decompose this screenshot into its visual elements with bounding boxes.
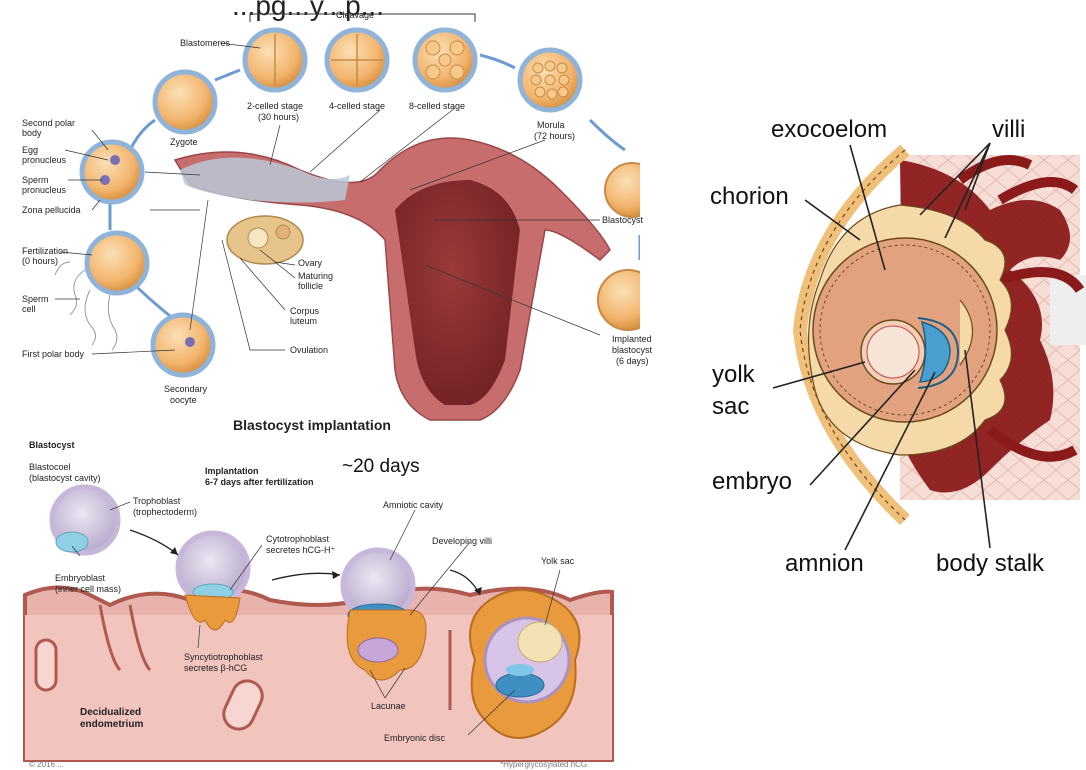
label-ovary: Ovary (298, 258, 323, 268)
syncytio-1 (184, 594, 241, 631)
fertilization-pathway-illustration (54, 13, 640, 421)
label-egg-pron-2: pronucleus (22, 155, 67, 165)
label-implanted-1: Implanted (612, 334, 652, 344)
label-ovulation: Ovulation (290, 345, 329, 355)
label-maturing-1: Maturing (298, 271, 334, 281)
label-sperm-pron-1: Sperm (22, 175, 49, 185)
label-two-cell: 2-celled stage (247, 101, 304, 111)
label-fert-2: (0 hours) (22, 256, 59, 266)
cropped-heading: ...pg...y...p... (232, 0, 384, 21)
sperm-cells (54, 261, 118, 351)
label-embryo: embryo (712, 468, 793, 495)
amnion-membrane (917, 317, 960, 389)
footer-left: © 2016 ... (29, 760, 64, 769)
label-decid-2: endometrium (80, 719, 144, 730)
label-blastocyst: Blastocyst (602, 215, 644, 225)
label-amniotic-cavity: Amniotic cavity (383, 500, 444, 510)
label-eight-cell: 8-celled stage (409, 101, 466, 111)
label-sperm-cell-1: Sperm (22, 294, 49, 304)
label-exocoelom: exocoelom (771, 116, 888, 143)
label-body-stalk: body stalk (936, 550, 1045, 577)
label-embryoblast-2: (inner cell mass) (55, 584, 122, 594)
gland-2 (222, 679, 264, 731)
label-sperm-cell-2: cell (22, 304, 36, 314)
label-secondary-oocyte-1: Secondary (164, 384, 208, 394)
label-embryoblast-1: Embryoblast (55, 573, 106, 583)
label-blastocoel-2: (blastocyst cavity) (29, 473, 101, 483)
label-corpus-1: Corpus (290, 306, 320, 316)
label-two-cell-time: (30 hours) (258, 112, 300, 122)
label-second-polar-2: body (22, 128, 42, 138)
label-amnion: amnion (785, 550, 864, 577)
label-sperm-pron-2: pronucleus (22, 185, 67, 195)
secondary-oocyte-cell (150, 312, 216, 378)
label-blastocoel-1: Blastocoel (29, 462, 71, 472)
label-chorion: chorion (710, 183, 789, 210)
leader-lines (55, 42, 601, 355)
label-syncytio-2: secretes β-hCG (184, 663, 248, 673)
blastocyst-cell (604, 162, 640, 218)
implanted-blastocyst-cell (597, 269, 640, 331)
label-cleavage: Cleavage (336, 10, 375, 20)
label-decid-1: Decidualized (80, 707, 142, 718)
right-leader-lines (772, 142, 991, 551)
gland-1 (34, 638, 58, 692)
label-morula-time: (72 hours) (534, 131, 576, 141)
progression-arrows (108, 53, 640, 322)
label-trophoblast-1: Trophoblast (133, 496, 181, 506)
zygote-cell (152, 69, 218, 135)
label-morula: Morula (537, 120, 565, 130)
label-first-polar: First polar body (22, 349, 85, 359)
embryonic-disc (918, 320, 951, 383)
label-secondary-oocyte-2: oocyte (170, 395, 197, 405)
fimbriae (180, 157, 350, 203)
label-syncytio-1: Syncytiotrophoblast (184, 652, 263, 662)
label-implanted-2: blastocyst (612, 345, 653, 355)
label-lacunae: Lacunae (371, 701, 406, 711)
label-blastomeres: Blastomeres (180, 38, 231, 48)
label-yolk-1: yolk (712, 361, 755, 388)
pronuclei-cell (79, 139, 145, 205)
label-embryonic-disc: Embryonic disc (384, 733, 446, 743)
label-implantation-2: 6-7 days after fertilization (205, 477, 314, 487)
label-yolk-sac: Yolk sac (541, 556, 575, 566)
label-four-cell: 4-celled stage (329, 101, 386, 111)
label-trophoblast-2: (trophectoderm) (133, 507, 198, 517)
cleavage-bracket (249, 13, 476, 22)
label-implantation-1: Implantation (205, 466, 259, 476)
label-cytotroph-2: secretes hCG-H⁺ (266, 545, 336, 555)
label-developing-villi: Developing villi (432, 536, 493, 546)
caption-blastocyst-implantation: Blastocyst implantation (233, 417, 391, 433)
footer-right: *Hyperglycosylated hCG (500, 760, 588, 769)
label-maturing-2: follicle (298, 281, 324, 291)
label-zona: Zona pellucida (22, 205, 81, 215)
label-cytotroph-1: Cytotrophoblast (266, 534, 330, 544)
label-corpus-2: luteum (290, 316, 318, 326)
label-blastocyst-heading: Blastocyst (29, 440, 75, 450)
label-egg-pron-1: Egg (22, 145, 39, 155)
bottom-leader-lines (71, 501, 561, 736)
label-fert-1: Fertilization (22, 246, 69, 256)
label-20-days: ~20 days (342, 456, 420, 477)
label-zygote: Zygote (170, 137, 198, 147)
uterine-cavity (395, 180, 520, 405)
label-villi: villi (992, 116, 1026, 143)
fertilization-cell (84, 230, 150, 296)
label-implanted-3: (6 days) (616, 356, 649, 366)
label-yolk-2: sac (712, 393, 750, 420)
label-second-polar-1: Second polar (22, 118, 76, 128)
implantation-illustration (23, 484, 614, 762)
